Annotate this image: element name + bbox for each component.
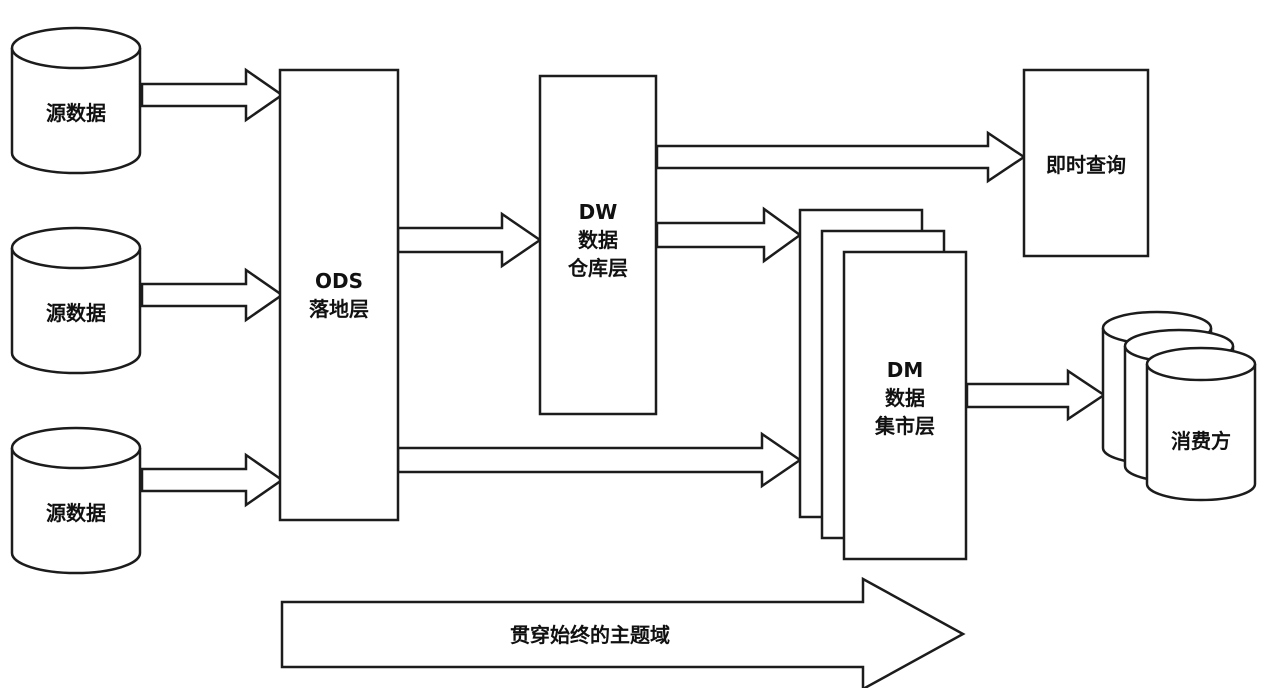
- dm-layer-label-line3: 集市层: [874, 414, 935, 438]
- arrow-source2-to-ods: [140, 267, 285, 323]
- source-database-3: 源数据: [10, 426, 142, 575]
- theme-domain-arrow: 贯穿始终的主题域: [280, 576, 966, 688]
- source-database-1-label: 源数据: [46, 101, 106, 125]
- instant-query-box: 即时查询: [1022, 68, 1150, 258]
- ods-layer-box: ODS 落地层: [278, 68, 400, 522]
- cylinder-body: [10, 48, 142, 175]
- cylinder-top: [1145, 346, 1257, 382]
- arrow-ods-to-dm: [396, 431, 803, 489]
- dw-layer-rect: [538, 74, 658, 416]
- source-database-2-label: 源数据: [46, 301, 106, 325]
- dw-layer-label-line1: DW: [579, 200, 618, 224]
- consumer-database-stack: 消费方: [1101, 310, 1257, 502]
- arrow-source1-to-ods: [140, 67, 285, 123]
- cylinder-top: [10, 26, 142, 70]
- ods-layer-label-line1: ODS: [315, 269, 363, 293]
- instant-query-rect: [1022, 68, 1150, 258]
- dw-layer-label-line3: 仓库层: [567, 256, 628, 280]
- cylinder-body: [10, 448, 142, 575]
- arrow-dw-to-instant-query: [655, 130, 1027, 184]
- arrow-source3-to-ods: [140, 452, 285, 508]
- theme-domain-arrow-shape: [280, 576, 966, 688]
- dm-layer-rect-front: [842, 250, 968, 561]
- arrow-ods-to-dw: [396, 211, 543, 269]
- source-database-1: 源数据: [10, 26, 142, 175]
- consumer-cylinder-front: 消费方: [1145, 346, 1257, 502]
- source-database-2: 源数据: [10, 226, 142, 375]
- arrow-dw-to-dm: [655, 206, 803, 264]
- cylinder-body: [10, 248, 142, 375]
- instant-query-label: 即时查询: [1046, 153, 1126, 177]
- arrow-dm-to-consumer: [965, 368, 1107, 422]
- theme-domain-arrow-label: 贯穿始终的主题域: [510, 623, 670, 647]
- cylinder-top: [10, 226, 142, 270]
- ods-layer-rect: [278, 68, 400, 522]
- cylinder-top: [10, 426, 142, 470]
- dw-layer-box: DW 数据 仓库层: [538, 74, 658, 416]
- cylinder-body: [1145, 364, 1257, 502]
- dm-layer-stack: DM 数据 集市层: [798, 208, 968, 561]
- dm-layer-label-line2: 数据: [885, 386, 925, 410]
- ods-layer-label-line2: 落地层: [309, 297, 369, 321]
- source-database-3-label: 源数据: [46, 501, 106, 525]
- dm-layer-label-line1: DM: [887, 358, 924, 382]
- dw-layer-label-line2: 数据: [578, 228, 618, 252]
- consumer-label: 消费方: [1171, 429, 1231, 453]
